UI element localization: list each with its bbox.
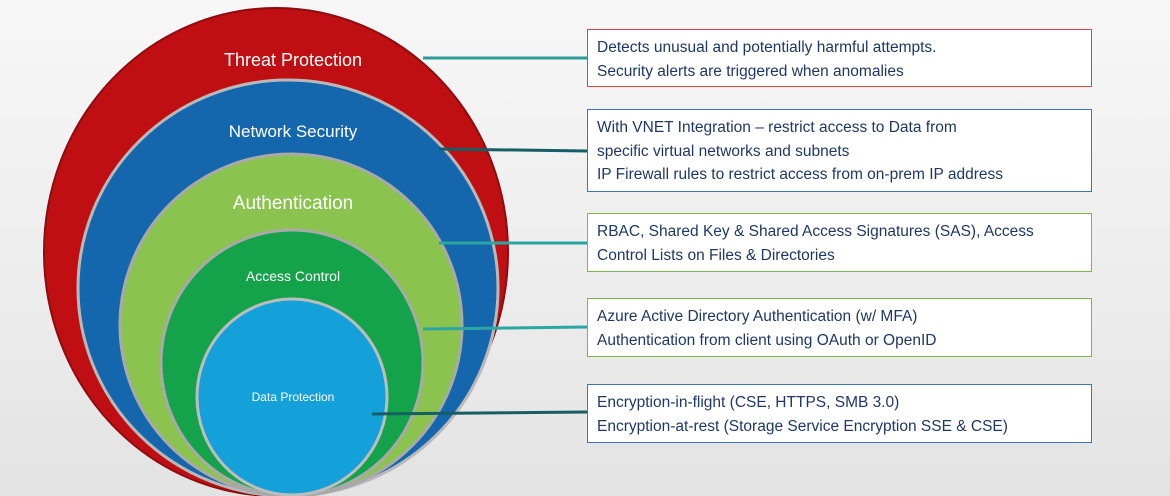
connector-data-protection [371, 410, 588, 416]
description-line: Encryption-at-rest (Storage Service Encr… [597, 417, 1008, 435]
access-control-description: Azure Active Directory Authentication (w… [587, 298, 1092, 357]
authentication-label: Authentication [233, 193, 353, 214]
data-protection-ring [195, 297, 389, 496]
network-security-label: Network Security [229, 122, 358, 141]
description-line: Azure Active Directory Authentication (w… [597, 308, 918, 325]
description-line: Authentication from client using OAuth o… [597, 331, 937, 349]
description-line: With VNET Integration – restrict access … [597, 119, 957, 136]
network-security-description: With VNET Integration – restrict access … [587, 109, 1092, 192]
description-line: IP Firewall rules to restrict access fro… [597, 166, 1004, 183]
description-line: Detects unusual and potentially harmful … [597, 39, 937, 56]
description-line: Security alerts are triggered when anoma… [597, 62, 904, 80]
description-line: RBAC, Shared Key & Shared Access Signatu… [597, 223, 1034, 240]
description-line: specific virtual networks and subnets [597, 142, 850, 160]
access-control-label: Access Control [246, 268, 340, 284]
description-line: Encryption-in-flight (CSE, HTTPS, SMB 3.… [597, 394, 900, 411]
threat-protection-description: Detects unusual and potentially harmful … [587, 29, 1092, 87]
data-protection-description: Encryption-in-flight (CSE, HTTPS, SMB 3.… [587, 384, 1092, 443]
authentication-description: RBAC, Shared Key & Shared Access Signatu… [587, 213, 1092, 272]
connector-access-control [422, 325, 588, 331]
data-protection-label: Data Protection [252, 390, 335, 404]
connector-network-security [438, 147, 588, 153]
threat-protection-label: Threat Protection [224, 50, 362, 70]
description-line: Control Lists on Files & Directories [597, 246, 835, 264]
